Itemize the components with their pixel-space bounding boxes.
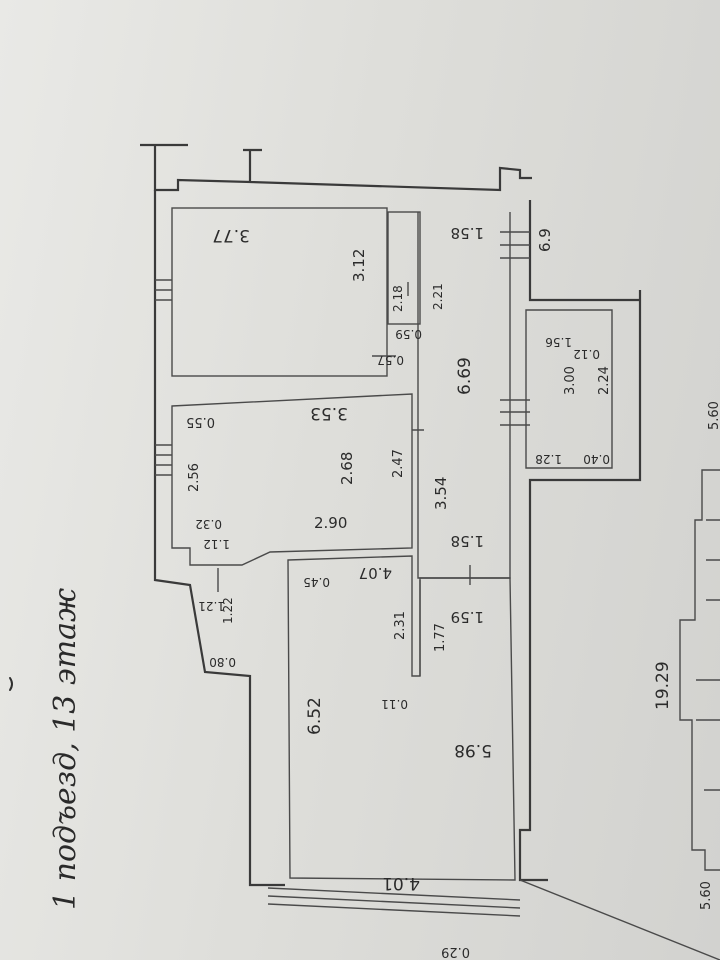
dim-loggia-d: 0.40 [583, 452, 610, 466]
dim-corridor-end-a: 1.58 [451, 224, 484, 242]
dim-closet-depth2: 2.21 [431, 283, 445, 310]
dim-kitchen-recess: 2.31 [393, 611, 408, 640]
dim-corridor-mid2: 2.47 [391, 449, 406, 478]
dim-loggia-length: 3.00 [563, 366, 578, 395]
adjacent-building [679, 469, 720, 871]
dim-loggia-a: 1.56 [545, 335, 572, 349]
partitions [155, 207, 720, 960]
dim-loggia-c: 1.28 [535, 452, 562, 466]
dim-bathroom-length: 1.77 [433, 623, 448, 652]
dim-kitchen-corner: 0.45 [303, 575, 330, 589]
dim-corridor-end-b: 1.58 [451, 532, 484, 550]
dim-room-middle-length: 3.53 [310, 403, 348, 423]
outer-walls [140, 143, 642, 887]
dim-building-side-b: 5.60 [699, 881, 714, 910]
dim-vestibule-a: 1.21 [198, 599, 225, 613]
dim-loggia-length2: 2.24 [597, 366, 612, 395]
dim-bathroom-width: 1.59 [451, 608, 484, 626]
dim-closet-width: 0.59 [395, 327, 422, 341]
dim-vestibule-c: 0.80 [209, 655, 236, 669]
dim-kitchen-width-top: 4.07 [359, 564, 392, 582]
kitchen-outline [287, 555, 516, 881]
window-middle [155, 444, 172, 476]
dim-building-width: 19.29 [653, 661, 673, 710]
window-top [155, 279, 172, 301]
dim-room-middle-side: 2.56 [187, 463, 202, 492]
dim-room-top-length: 3.77 [212, 225, 250, 245]
dim-vestibule-b: 1.22 [221, 597, 235, 624]
dim-room-middle-corner-c: 1.12 [203, 537, 230, 551]
dim-room-top-width: 3.12 [350, 249, 368, 282]
pencil-mark [9, 677, 13, 691]
dim-kitchen-width: 4.01 [382, 873, 420, 893]
dim-room-middle-corner-a: 0.55 [186, 414, 215, 429]
dim-edge-fragment: 0.29 [441, 944, 470, 959]
room-top-outline [171, 207, 388, 377]
dim-room-middle-corner-b: 0.32 [195, 517, 222, 531]
dimensions: 3.77 3.12 2.18 2.21 0.59 0.57 1.58 6.9 6… [186, 224, 720, 959]
closet-outline [387, 211, 421, 325]
dim-closet-depth: 2.18 [391, 285, 405, 312]
dim-loggia-b: 0.12 [573, 347, 600, 361]
dim-corridor-mid: 3.54 [432, 477, 450, 510]
dim-bathroom-wall: 0.11 [381, 697, 408, 711]
dim-building-side-a: 5.60 [707, 401, 720, 430]
room-middle-outline [171, 393, 413, 566]
dim-hall-right-length: 5.98 [454, 740, 492, 760]
dim-closet-width2: 0.57 [377, 353, 404, 367]
dim-room-middle-width: 2.68 [338, 452, 356, 485]
handwritten-note: 1 подъезд, 13 этаж [48, 588, 83, 910]
dim-room-middle-width-bottom: 2.90 [314, 514, 347, 532]
loggia-outline [525, 309, 613, 469]
dim-stair-gap: 6.9 [536, 228, 554, 252]
dim-corridor-length: 6.69 [455, 357, 475, 395]
dim-kitchen-length: 6.52 [305, 697, 325, 735]
balcony-strip [267, 887, 521, 917]
